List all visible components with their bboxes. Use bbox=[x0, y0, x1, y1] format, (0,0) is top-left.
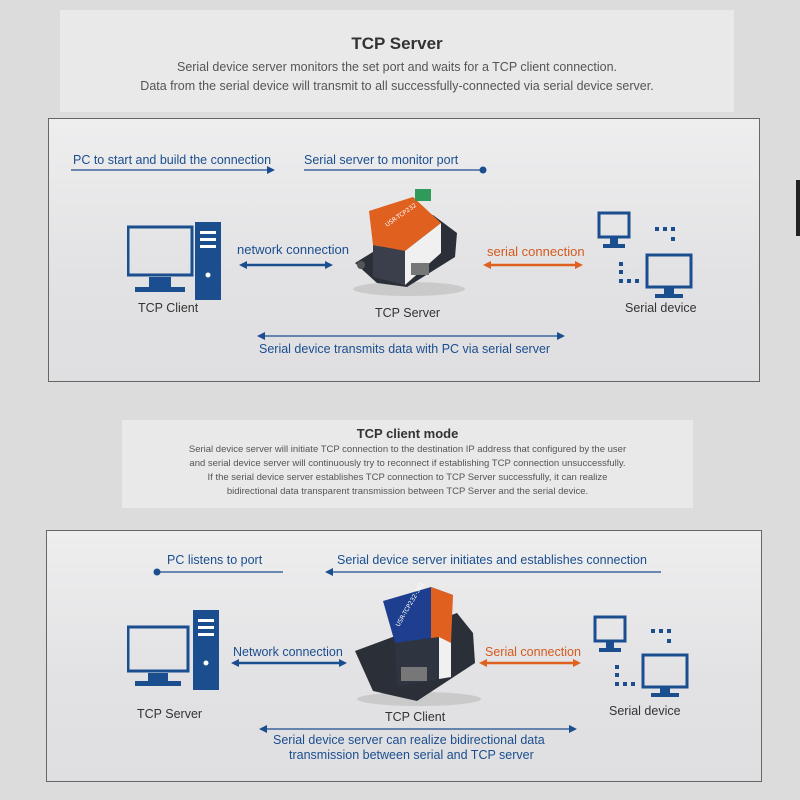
label-tcp-server-device-2: TCP Server bbox=[137, 707, 203, 721]
label-serial-connection-2: Serial connection bbox=[485, 645, 581, 659]
monitor-dots bbox=[619, 227, 675, 283]
monitor-port-dot bbox=[479, 166, 487, 174]
pc-tower-icon bbox=[127, 221, 223, 301]
label-pc-listens: PC listens to port bbox=[167, 553, 263, 567]
edge-marker bbox=[796, 180, 800, 236]
tcp-client-diagram-panel: PC listens to port Serial device server … bbox=[46, 530, 762, 782]
tcp-client-diagram-lines bbox=[153, 568, 671, 733]
label-tcp-client-device-2: TCP Client bbox=[385, 710, 446, 724]
serial-server-device-icon: USR-TCP232-302 bbox=[347, 583, 487, 709]
tcp-client-desc-line4: bidirectional data transparent transmiss… bbox=[226, 486, 589, 497]
label-serial-connection: serial connection bbox=[487, 244, 585, 259]
monitor-dots-2 bbox=[615, 629, 671, 686]
tcp-client-desc-line2: and serial device server will continuous… bbox=[189, 458, 626, 469]
label-bottom-line2: transmission between serial and TCP serv… bbox=[289, 748, 534, 762]
label-serial-device: Serial device bbox=[625, 301, 697, 315]
serial-server-device-icon: USR-TCP232 bbox=[347, 187, 467, 299]
pc-tower-icon bbox=[127, 609, 223, 693]
tcp-client-title: TCP client mode bbox=[356, 426, 459, 441]
tcp-server-diagram-lines bbox=[71, 166, 675, 340]
label-tcp-server-device: TCP Server bbox=[375, 306, 441, 320]
monitor-network-icon bbox=[597, 211, 697, 301]
pc-listens-dot bbox=[153, 568, 161, 576]
tcp-client-desc-line3: If the serial device server establishes … bbox=[207, 472, 608, 483]
label-network-connection: network connection bbox=[237, 242, 350, 257]
tcp-server-desc-line1: Serial device server monitors the set po… bbox=[176, 60, 618, 74]
label-bottom-transmits: Serial device transmits data with PC via… bbox=[259, 342, 551, 356]
label-network-connection-2: Network connection bbox=[233, 645, 343, 659]
tcp-server-diagram-panel: PC to start and build the connection Ser… bbox=[48, 118, 760, 382]
tcp-client-desc-line1: Serial device server will initiate TCP c… bbox=[188, 444, 627, 455]
label-monitor-port: Serial server to monitor port bbox=[304, 153, 459, 167]
label-initiates-connection: Serial device server initiates and estab… bbox=[337, 553, 647, 567]
label-tcp-client-device: TCP Client bbox=[138, 301, 199, 315]
tcp-client-header: TCP client mode Serial device server wil… bbox=[122, 420, 693, 508]
label-bottom-line1: Serial device server can realize bidirec… bbox=[273, 733, 545, 747]
label-pc-start: PC to start and build the connection bbox=[73, 153, 272, 167]
tcp-server-desc-line2: Data from the serial device will transmi… bbox=[140, 79, 654, 93]
tcp-server-title: TCP Server bbox=[351, 34, 443, 53]
monitor-network-icon bbox=[593, 615, 693, 699]
label-serial-device-2: Serial device bbox=[609, 704, 681, 718]
tcp-server-header: TCP Server Serial device server monitors… bbox=[60, 10, 734, 112]
